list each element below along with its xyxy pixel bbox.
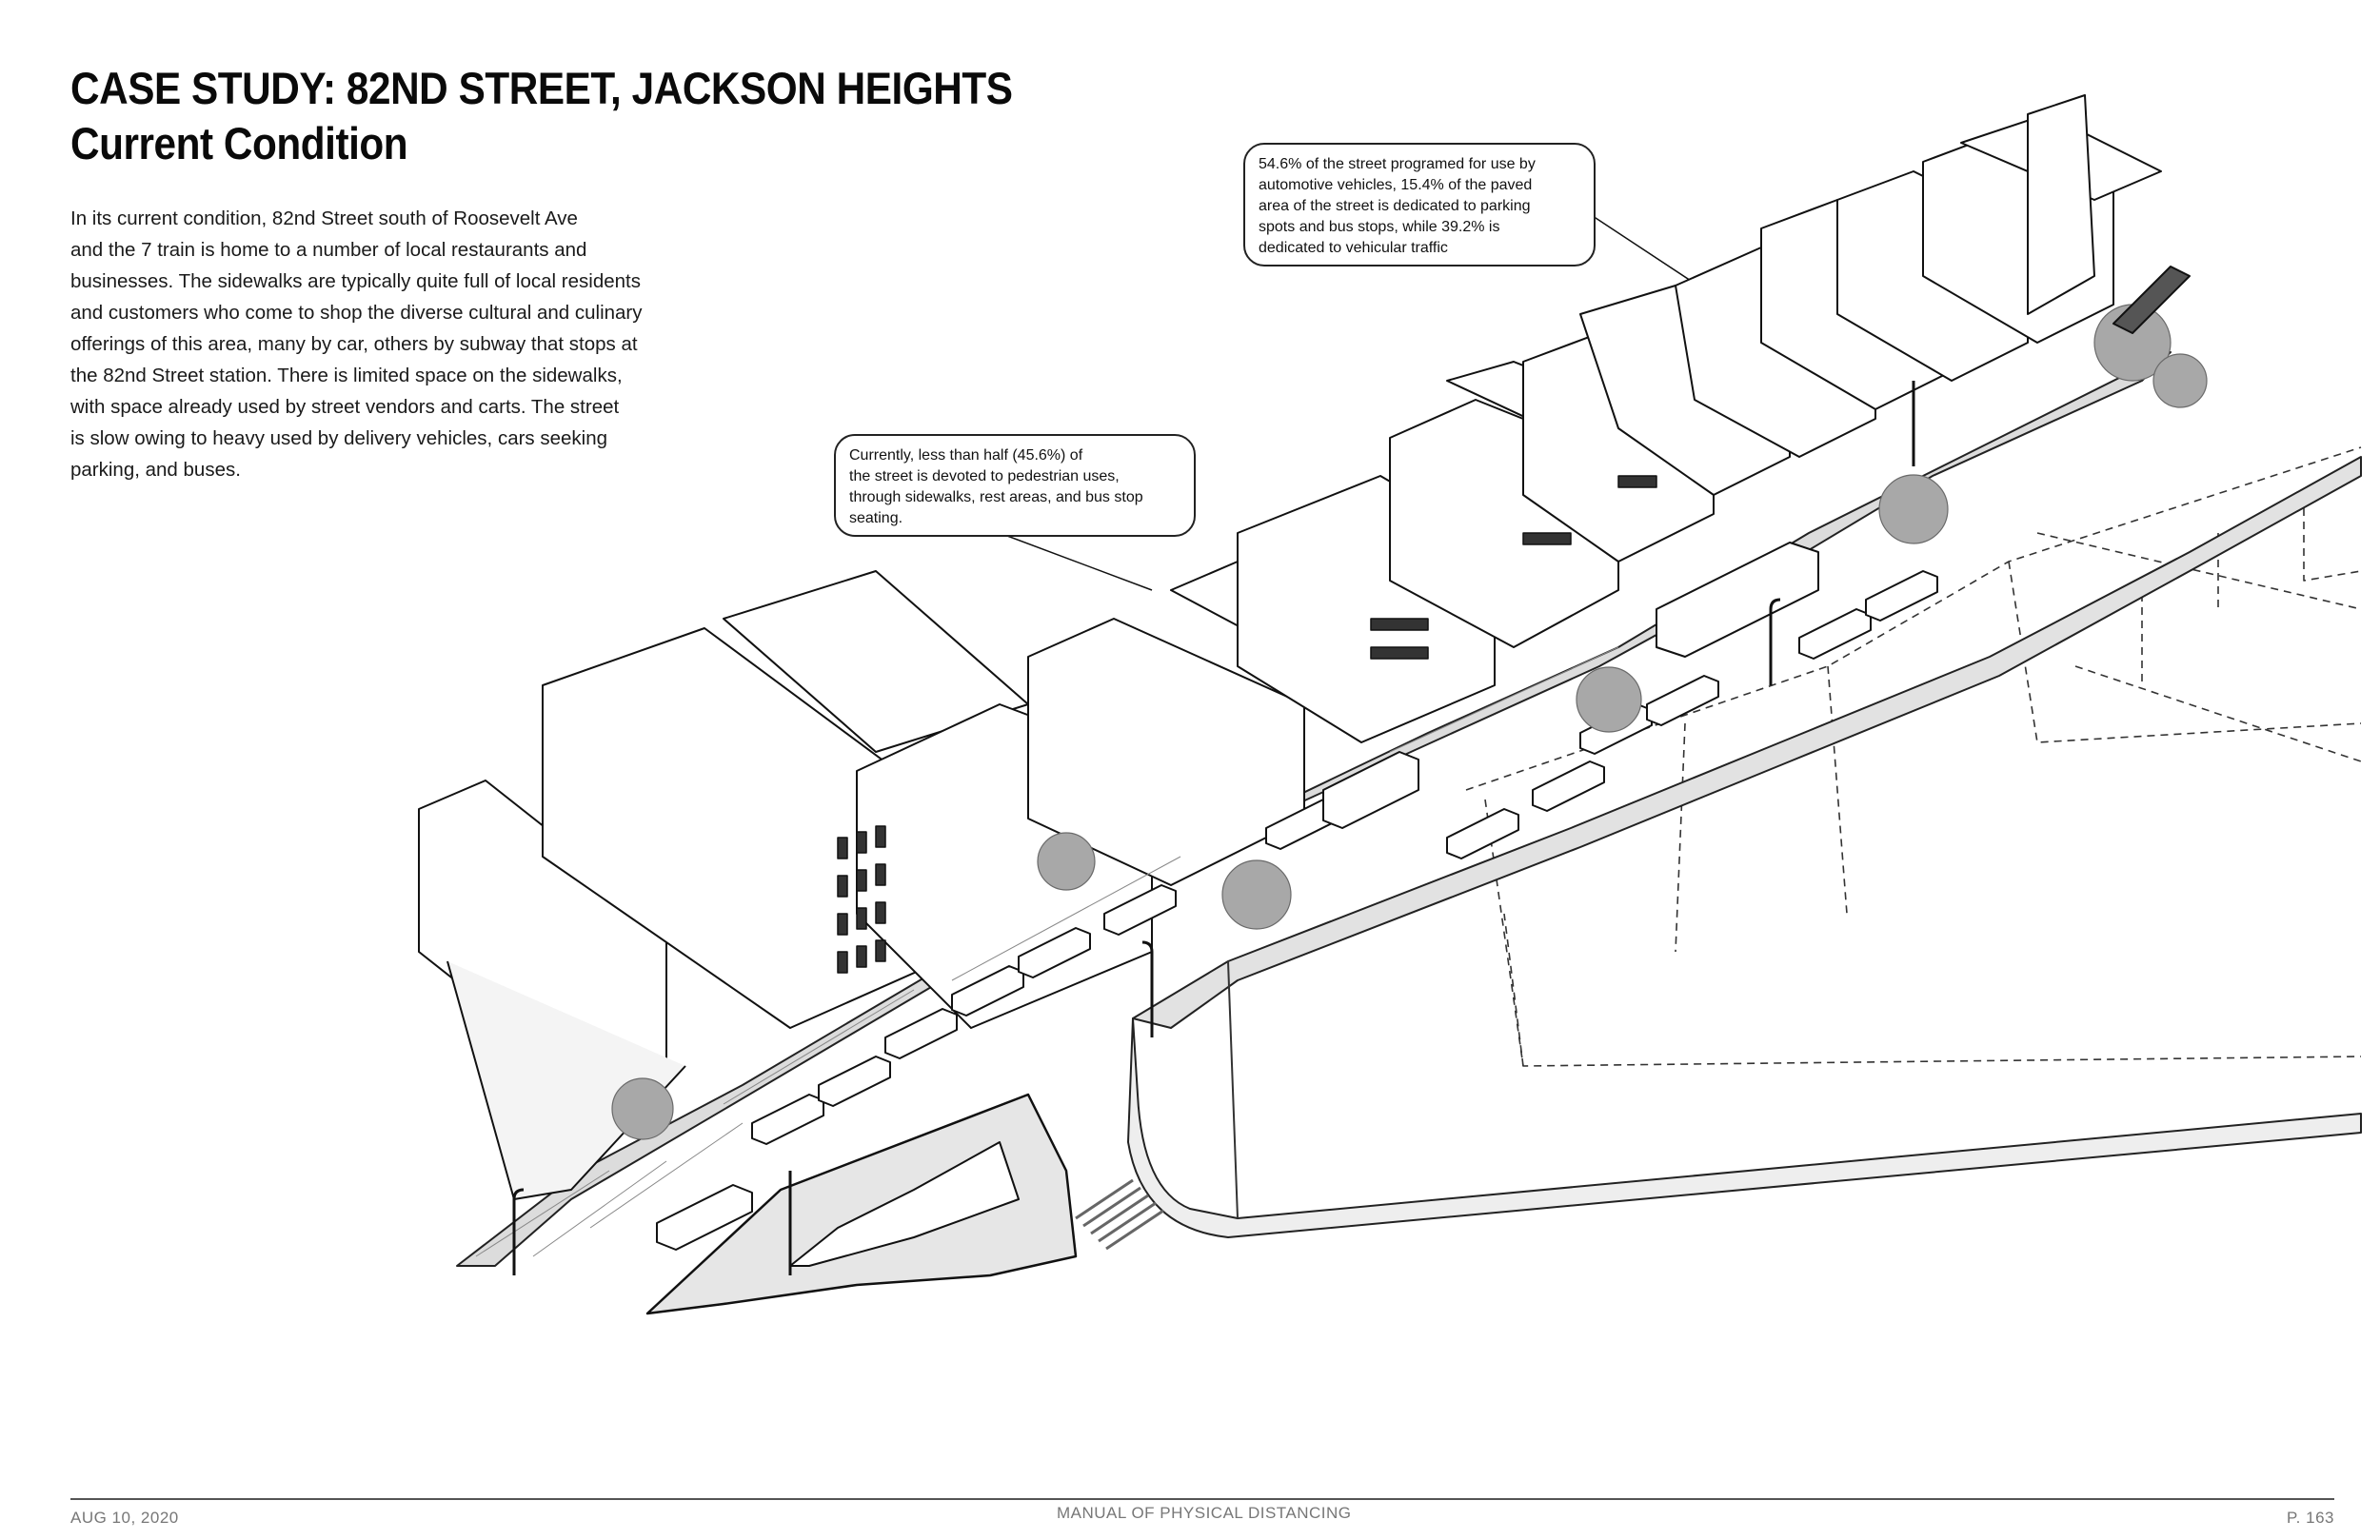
intro-line: and the 7 train is home to a number of l… [70, 239, 587, 261]
footer-page-number: P. 163 [2287, 1509, 2334, 1527]
footer-manual-title: MANUAL OF PHYSICAL DISTANCING [1057, 1504, 1352, 1522]
callout-vehicle-share: 54.6% of the street programed for use by… [1243, 143, 1596, 267]
callout-line: dedicated to vehicular traffic [1259, 240, 1448, 256]
intro-paragraph: In its current condition, 82nd Street so… [70, 203, 756, 485]
intro-line: In its current condition, 82nd Street so… [70, 207, 578, 229]
fire-escape-stair [2112, 266, 2191, 334]
intro-line: offerings of this area, many by car, oth… [70, 333, 638, 355]
callout-line: seating. [849, 510, 903, 526]
street-lamps [512, 381, 1915, 1275]
intro-line: with space already used by street vendor… [70, 396, 620, 418]
crosswalk [1075, 1178, 1164, 1251]
triangle-plaza [645, 1093, 1078, 1315]
callout-line: Currently, less than half (45.6%) of [849, 447, 1083, 464]
intro-line: is slow owing to heavy used by delivery … [70, 427, 608, 449]
footer-date: AUG 10, 2020 [70, 1509, 179, 1527]
trees [611, 304, 2208, 1140]
far-sidewalk [1127, 456, 2362, 1238]
parked-cars [656, 570, 1938, 1251]
callout-line: area of the street is dedicated to parki… [1259, 198, 1531, 214]
building-windows [837, 475, 1657, 974]
page-title: CASE STUDY: 82ND STREET, JACKSON HEIGHTS… [70, 61, 1013, 171]
intro-line: and customers who come to shop the diver… [70, 302, 643, 324]
callout-line: the street is devoted to pedestrian uses… [849, 468, 1120, 484]
bus [1656, 542, 1819, 658]
callout-line: through sidewalks, rest areas, and bus s… [849, 489, 1143, 505]
intro-line: the 82nd Street station. There is limite… [70, 365, 623, 386]
intro-line: parking, and buses. [70, 459, 241, 481]
title-line-2: Current Condition [70, 118, 408, 168]
callout-line: 54.6% of the street programed for use by [1259, 156, 1536, 172]
callout-line: spots and bus stops, while 39.2% is [1259, 219, 1500, 235]
intro-line: businesses. The sidewalks are typically … [70, 270, 641, 292]
title-line-1: CASE STUDY: 82ND STREET, JACKSON HEIGHTS [70, 63, 1013, 113]
footer-divider [70, 1498, 2334, 1500]
delivery-truck [1322, 751, 1419, 829]
sidewalk-pavers [475, 646, 1619, 1257]
callout-pedestrian-share: Currently, less than half (45.6%) of the… [834, 434, 1196, 537]
callout-line: automotive vehicles, 15.4% of the paved [1259, 177, 1533, 193]
